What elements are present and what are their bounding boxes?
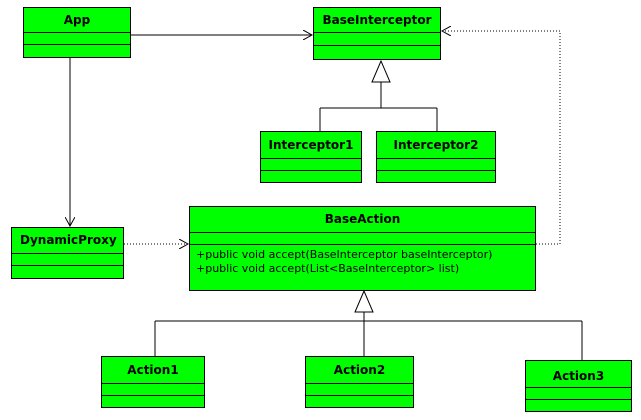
class-interceptor2[interactable]: Interceptor2 xyxy=(376,131,496,183)
class-action3[interactable]: Action3 xyxy=(525,360,632,412)
class-action1[interactable]: Action1 xyxy=(101,356,205,408)
class-baseinterceptor[interactable]: BaseInterceptor xyxy=(313,7,441,60)
class-app-name: App xyxy=(24,8,130,33)
generalization-arrowhead-baseinterceptor xyxy=(371,59,391,83)
class-interceptor2-name: Interceptor2 xyxy=(377,132,495,159)
class-dynamicproxy-name: DynamicProxy xyxy=(12,228,123,254)
class-interceptor2-attributes xyxy=(377,159,495,171)
class-dynamicproxy-attributes xyxy=(12,254,123,266)
class-action3-name: Action3 xyxy=(526,361,631,388)
class-baseaction-operation: +public void accept(BaseInterceptor base… xyxy=(196,248,493,261)
class-action1-operations xyxy=(102,396,204,407)
class-app-operations xyxy=(24,45,130,57)
class-baseaction[interactable]: BaseAction +public void accept(BaseInter… xyxy=(189,206,536,291)
generalization-arrowhead-baseaction xyxy=(354,289,374,313)
class-baseaction-operations: +public void accept(BaseInterceptor base… xyxy=(190,245,535,290)
class-action2-name: Action2 xyxy=(306,357,413,384)
class-interceptor1[interactable]: Interceptor1 xyxy=(260,131,362,183)
class-dynamicproxy[interactable]: DynamicProxy xyxy=(11,227,124,279)
class-baseaction-name: BaseAction xyxy=(190,207,535,233)
class-app[interactable]: App xyxy=(23,7,131,58)
class-action3-operations xyxy=(526,400,631,411)
class-interceptor1-name: Interceptor1 xyxy=(261,132,361,159)
class-interceptor2-operations xyxy=(377,171,495,182)
class-action1-attributes xyxy=(102,384,204,396)
class-interceptor1-operations xyxy=(261,171,361,182)
class-baseinterceptor-operations xyxy=(314,46,440,59)
class-action3-attributes xyxy=(526,388,631,400)
class-dynamicproxy-operations xyxy=(12,266,123,278)
class-app-attributes xyxy=(24,33,130,45)
class-baseinterceptor-attributes xyxy=(314,33,440,46)
dependency-baseaction-baseinterceptor xyxy=(442,31,561,245)
class-action1-name: Action1 xyxy=(102,357,204,384)
class-baseinterceptor-name: BaseInterceptor xyxy=(314,8,440,33)
class-interceptor1-attributes xyxy=(261,159,361,171)
class-action2-attributes xyxy=(306,384,413,396)
class-action2-operations xyxy=(306,396,413,407)
class-action2[interactable]: Action2 xyxy=(305,356,414,408)
class-baseaction-attributes xyxy=(190,233,535,245)
class-baseaction-operation: +public void accept(List<BaseInterceptor… xyxy=(196,262,460,275)
